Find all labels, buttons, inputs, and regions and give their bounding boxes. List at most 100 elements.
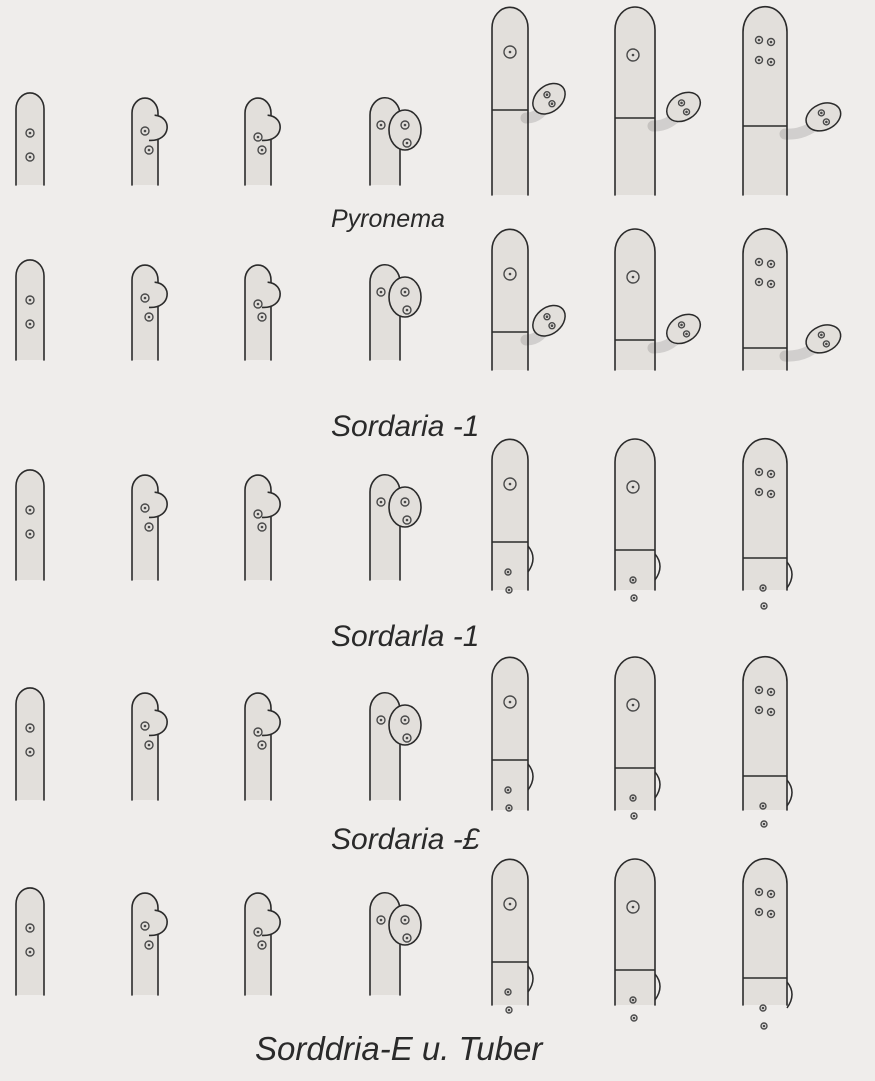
nucleolus <box>29 299 32 302</box>
stage-1 <box>16 93 44 185</box>
hypha-wall <box>492 229 528 370</box>
nucleolus <box>632 579 635 582</box>
nucleolus <box>770 41 773 44</box>
nucleolus <box>508 589 511 592</box>
nucleolus <box>29 323 32 326</box>
nucleolus <box>632 999 635 1002</box>
nucleolus <box>29 132 32 135</box>
stage-2 <box>132 98 167 185</box>
stage-6 <box>615 859 660 1021</box>
nucleolus <box>257 513 260 516</box>
hypha-wall <box>16 888 44 995</box>
nucleolus <box>770 61 773 64</box>
nucleolus <box>29 927 32 930</box>
stage-row-sordaria-1a <box>16 229 845 370</box>
crozier-cell <box>389 110 421 150</box>
nucleolus <box>758 491 761 494</box>
nucleolus <box>758 689 761 692</box>
nucleolus <box>406 737 409 740</box>
stage-2 <box>132 265 167 360</box>
stage-5 <box>492 859 533 1013</box>
nucleolus <box>770 913 773 916</box>
nucleolus <box>404 719 407 722</box>
nucleolus <box>148 149 151 152</box>
nucleolus <box>404 124 407 127</box>
nucleolus <box>29 751 32 754</box>
nucleolus <box>770 493 773 496</box>
row-caption-pyronema: Pyronema <box>331 205 445 234</box>
nucleolus <box>770 283 773 286</box>
nucleolus <box>509 51 512 54</box>
nucleolus <box>29 509 32 512</box>
nucleolus <box>509 903 512 906</box>
stage-7 <box>743 859 792 1029</box>
stage-7 <box>743 229 845 370</box>
hypha-wall <box>245 265 271 360</box>
nucleolus <box>763 823 766 826</box>
hypha-wall <box>16 688 44 800</box>
stage-5 <box>492 657 533 811</box>
nucleolus <box>633 1017 636 1020</box>
stage-5 <box>492 229 571 370</box>
nucleolus <box>509 273 512 276</box>
stage-2 <box>132 893 167 995</box>
stage-5 <box>492 7 571 195</box>
row-caption-sordaria-1b: Sordarla -1 <box>331 620 479 654</box>
nucleolus <box>509 701 512 704</box>
hypha-wall <box>743 859 787 1005</box>
stage-7 <box>743 657 792 827</box>
stage-3 <box>245 475 280 580</box>
nucleolus <box>825 343 828 346</box>
nucleolus <box>261 744 264 747</box>
hypha-wall <box>16 260 44 360</box>
hypha-wall <box>16 470 44 580</box>
nucleolus <box>406 519 409 522</box>
nucleolus <box>148 316 151 319</box>
stage-2 <box>132 693 167 800</box>
crozier-cell <box>389 487 421 527</box>
hypha-wall <box>132 98 158 185</box>
nucleolus <box>758 891 761 894</box>
stage-1 <box>16 888 44 995</box>
nucleolus <box>763 605 766 608</box>
hypha-wall <box>492 7 528 195</box>
nucleolus <box>685 111 688 114</box>
hypha-wall <box>743 7 787 195</box>
nucleolus <box>507 789 510 792</box>
nucleolus <box>770 473 773 476</box>
nucleolus <box>144 297 147 300</box>
row-caption-sordaria-1a: Sordaria -1 <box>331 410 479 444</box>
hypha-wall <box>615 657 655 810</box>
nucleolus <box>144 725 147 728</box>
nucleolus <box>261 944 264 947</box>
row-caption-sordaria-2: Sordaria -£ <box>331 823 479 857</box>
nucleolus <box>261 526 264 529</box>
nucleolus <box>29 156 32 159</box>
stage-3 <box>245 893 280 995</box>
stage-6 <box>615 7 706 195</box>
nucleolus <box>148 944 151 947</box>
nucleolus <box>404 919 407 922</box>
nucleolus <box>758 59 761 62</box>
nucleolus <box>632 704 635 707</box>
nucleolus <box>758 39 761 42</box>
nucleolus <box>820 112 823 115</box>
nucleolus <box>29 727 32 730</box>
stage-7 <box>743 7 845 195</box>
nucleolus <box>261 149 264 152</box>
nucleolus <box>257 136 260 139</box>
nucleolus <box>770 711 773 714</box>
stage-1 <box>16 260 44 360</box>
nucleolus <box>380 124 383 127</box>
nucleolus <box>551 324 554 327</box>
stage-2 <box>132 475 167 580</box>
hypha-wall <box>743 229 787 370</box>
nucleolus <box>770 893 773 896</box>
nucleolus <box>632 906 635 909</box>
nucleolus <box>758 911 761 914</box>
nucleolus <box>257 303 260 306</box>
stage-1 <box>16 470 44 580</box>
crozier-cell <box>389 277 421 317</box>
nucleolus <box>29 533 32 536</box>
hypha-wall <box>615 7 655 195</box>
